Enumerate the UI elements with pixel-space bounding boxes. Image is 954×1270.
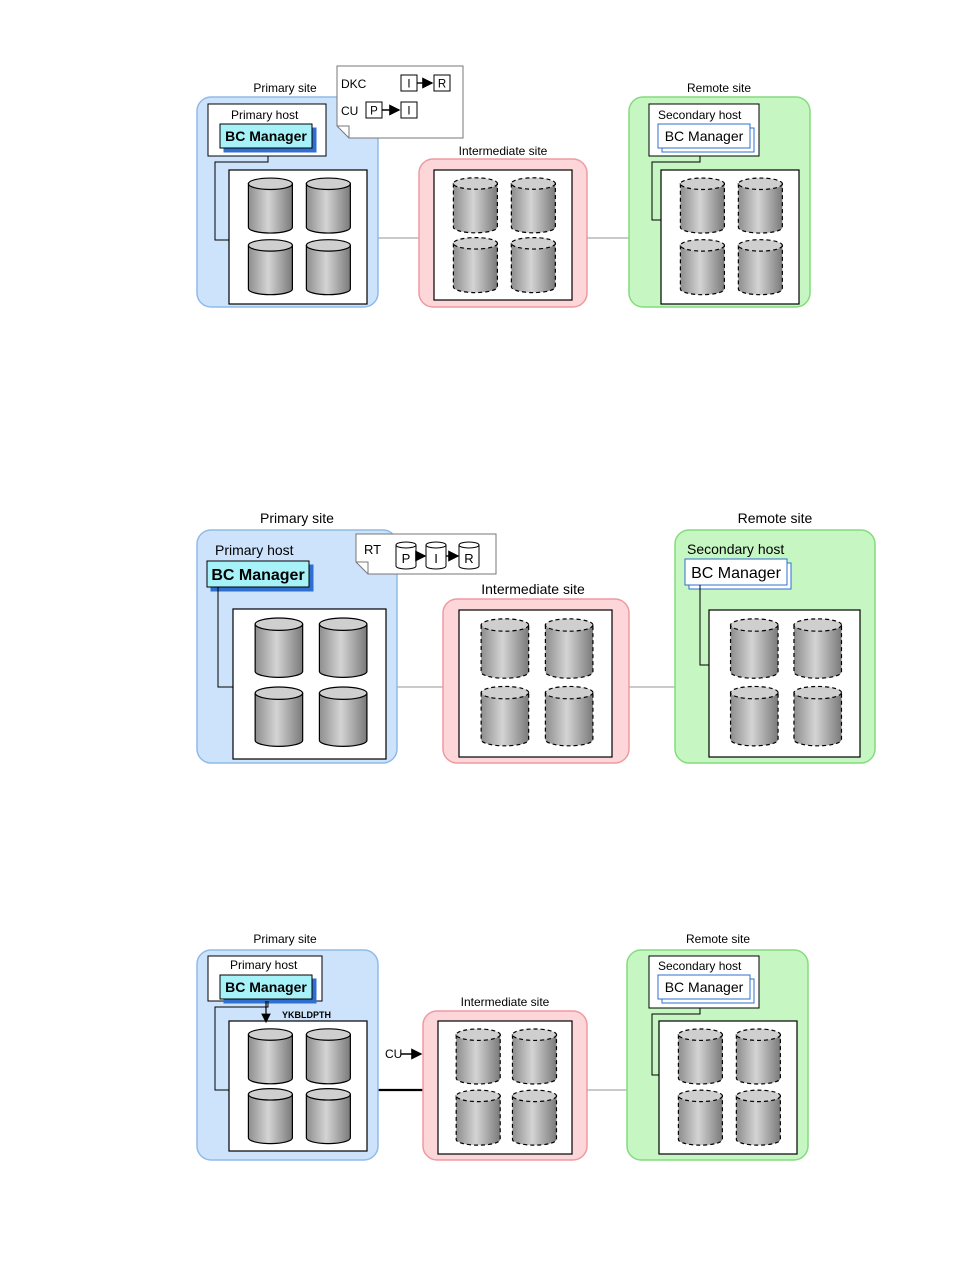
secondary-host-connector [699, 585, 709, 666]
callout-disk-I-label: I [434, 551, 438, 566]
cylinder-disk-icon [737, 177, 783, 234]
bc-manager-secondary: BC Manager [684, 558, 792, 590]
cylinder-disk-icon [729, 618, 779, 679]
cylinder-disk-icon [305, 177, 351, 234]
callout-row1-from-label: I [407, 78, 410, 90]
bc-manager-label: BC Manager [665, 128, 744, 144]
cylinder-disk-icon [305, 1087, 351, 1145]
primary-site-title: Primary site [260, 510, 334, 526]
callout-row2-label: CU [341, 104, 358, 118]
intermediate-site-title: Intermediate site [481, 581, 585, 597]
cylinder-disk-icon [247, 1028, 293, 1085]
callout-row1-to-label: R [438, 78, 446, 90]
secondary-host-label: Secondary host [658, 959, 742, 973]
cylinder-disk-icon [254, 617, 304, 678]
bc-manager-secondary: BC Manager [657, 123, 755, 153]
primary-host-connector [214, 1001, 269, 1091]
primary-site-title: Primary site [253, 932, 317, 946]
secondary-host-label: Secondary host [687, 541, 784, 557]
cylinder-disk-icon [735, 1089, 781, 1146]
remote-site-title: Remote site [686, 932, 750, 946]
callout-row2-from-label: P [370, 105, 378, 117]
cylinder-disk-icon [305, 1028, 351, 1085]
bc-manager-label: BC Manager [691, 565, 781, 582]
primary-host-label: Primary host [230, 958, 298, 972]
callout-disk-I: I [425, 541, 447, 570]
primary-host-connector [214, 156, 269, 241]
callout-row2-to-label: I [407, 105, 410, 117]
secondary-host-label: Secondary host [658, 108, 742, 122]
cylinder-disk-icon [729, 685, 779, 747]
remote-site-title: Remote site [738, 510, 813, 526]
cylinder-disk-icon [455, 1089, 501, 1146]
cylinder-disk-icon [544, 618, 594, 679]
cylinder-disk-icon [452, 177, 498, 234]
callout-disk-R-label: R [464, 551, 473, 566]
cu-link-label: CU [385, 1047, 402, 1061]
callout-rt-label: RT [364, 542, 381, 557]
cylinder-disk-icon [793, 685, 843, 747]
cylinder-disk-icon [305, 239, 351, 296]
cylinder-disk-icon [480, 618, 530, 679]
cylinder-disk-icon [677, 1089, 724, 1146]
secondary-host-connector [651, 156, 701, 221]
cylinder-disk-icon [510, 177, 556, 234]
bc-manager-label: BC Manager [225, 979, 307, 995]
bc-manager-primary: BC Manager [219, 974, 317, 1004]
bc-manager-secondary: BC Manager [657, 974, 755, 1004]
intermediate-site-title: Intermediate site [459, 144, 548, 158]
intermediate-site-title: Intermediate site [461, 995, 550, 1009]
cylinder-disk-icon [677, 1028, 724, 1085]
cylinder-disk-icon [318, 686, 368, 747]
cylinder-disk-icon [510, 237, 556, 294]
cylinder-disk-icon [737, 239, 783, 296]
bc-manager-label: BC Manager [211, 567, 304, 584]
cylinder-disk-icon [247, 177, 293, 234]
callout-disk-R: R [458, 541, 480, 570]
cylinder-disk-icon [452, 237, 498, 294]
bc-manager-primary: BC Manager [206, 560, 314, 592]
primary-site-title: Primary site [253, 81, 317, 95]
primary-host-label: Primary host [231, 108, 299, 122]
callout-disk-P: P [395, 541, 417, 570]
callout-row1-label: DKC [341, 77, 367, 91]
cylinder-disk-icon [735, 1028, 781, 1085]
cylinder-disk-icon [480, 685, 530, 747]
bc-manager-label: BC Manager [225, 128, 307, 144]
callout-row2-to: I [400, 101, 418, 119]
cylinder-disk-icon [247, 239, 293, 296]
secondary-host-connector [651, 1008, 701, 1076]
cylinder-disk-icon [793, 618, 843, 679]
cylinder-disk-icon [511, 1028, 558, 1085]
callout-row1-from: I [400, 74, 418, 92]
cylinder-disk-icon [247, 1087, 293, 1145]
callout-row2-from: P [365, 101, 383, 119]
cylinder-disk-icon [511, 1089, 558, 1146]
cylinder-disk-icon [318, 617, 368, 678]
cylinder-disk-icon [544, 685, 594, 747]
remote-site-title: Remote site [687, 81, 751, 95]
cylinder-disk-icon [679, 239, 726, 296]
cylinder-disk-icon [254, 686, 304, 747]
primary-host-label: Primary host [215, 542, 294, 558]
bc-manager-primary: BC Manager [219, 123, 317, 153]
callout-disk-P-label: P [402, 551, 411, 566]
cylinder-disk-icon [455, 1028, 501, 1085]
primary-host-connector [217, 587, 233, 688]
command-label: YKBLDPTH [282, 1010, 331, 1020]
cylinder-disk-icon [679, 177, 726, 234]
bc-manager-label: BC Manager [665, 979, 744, 995]
callout-row1-to: R [433, 74, 451, 92]
